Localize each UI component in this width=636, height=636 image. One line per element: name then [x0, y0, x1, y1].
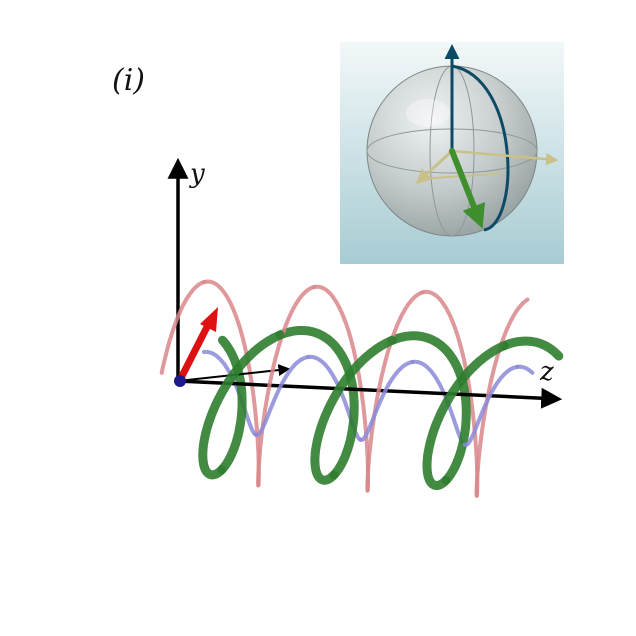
- blue-helix-segment: [515, 364, 535, 375]
- blue-helix-segment: [253, 355, 311, 437]
- z-axis: [177, 379, 563, 409]
- origin-marker: [174, 375, 186, 387]
- blue-helix-segment: [358, 360, 415, 442]
- field-vector: [174, 307, 218, 387]
- green-helix-segment: [310, 335, 397, 485]
- green-helix-segment: [198, 330, 285, 480]
- z-axis-label: z: [539, 357, 554, 387]
- red-helix-segment: [256, 285, 316, 488]
- bloch-sphere-inset: [340, 42, 564, 264]
- red-vector-shaft: [177, 321, 212, 382]
- sphere-highlight: [406, 99, 450, 127]
- green-helix-segment: [422, 341, 509, 490]
- bloch-x-axis: [415, 149, 454, 185]
- bloch-y-axis: [451, 149, 559, 166]
- green-helix-segment: [217, 335, 247, 475]
- blue-helix-segment: [462, 364, 520, 447]
- sphere-meridian-highlight: [451, 64, 510, 232]
- red-helix-segment: [474, 297, 530, 498]
- bloch-state-arrow: [449, 148, 485, 229]
- red-vector-head: [200, 307, 218, 332]
- y-axis-label: y: [189, 159, 205, 189]
- bloch-sphere-icon: [366, 44, 559, 237]
- red-helix-segment: [159, 280, 206, 375]
- helix-front-layer: [159, 280, 530, 498]
- red-helix-segment: [365, 290, 425, 493]
- panel-label: (i): [112, 63, 145, 98]
- green-helix-segment: [499, 336, 564, 361]
